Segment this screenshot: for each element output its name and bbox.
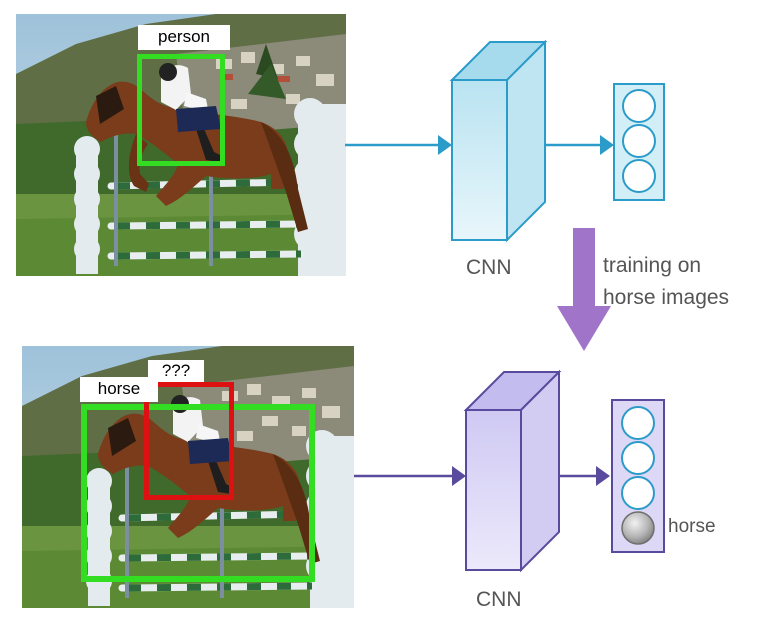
bottom-output-vector	[611, 399, 665, 553]
horse-bounding-box	[81, 404, 315, 582]
top-output-vector	[613, 83, 665, 201]
training-label-line1: training on	[603, 254, 702, 277]
bottom-cnn-label: CNN	[476, 588, 522, 611]
unknown-bounding-box	[144, 382, 234, 500]
person-box-label: person	[138, 25, 230, 50]
horse-output-label: horse	[668, 516, 716, 537]
top-horse-rider-photo: person	[16, 14, 346, 276]
bottom-output-arrow	[559, 466, 610, 486]
bottom-output-node	[621, 441, 655, 475]
top-cnn-block	[449, 39, 548, 243]
bottom-input-arrow	[354, 466, 466, 486]
horse-box-label: horse	[80, 377, 158, 402]
bottom-horse-rider-photo: horse ???	[22, 346, 354, 608]
unknown-box-label: ???	[148, 360, 204, 382]
training-label-line2: horse images	[603, 286, 730, 309]
bottom-output-node	[621, 406, 655, 440]
top-output-node	[622, 89, 656, 123]
person-bounding-box	[137, 54, 225, 166]
top-input-arrow	[345, 135, 452, 155]
top-cnn-label: CNN	[466, 256, 512, 279]
top-output-arrow	[545, 135, 614, 155]
bottom-output-node	[621, 476, 655, 510]
training-arrow	[557, 228, 611, 351]
bottom-cnn-block	[463, 369, 562, 573]
top-output-node	[622, 159, 656, 193]
horse-class-node	[621, 511, 655, 545]
top-output-node	[622, 124, 656, 158]
